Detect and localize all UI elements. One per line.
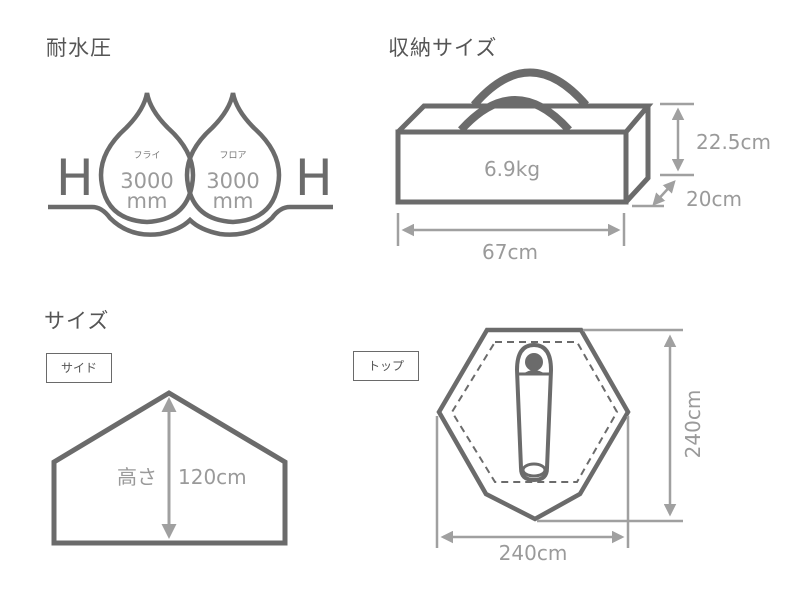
floor-value: 3000 — [206, 169, 259, 193]
bag-height: 22.5cm — [696, 130, 771, 154]
floor-label: フロア — [219, 151, 246, 161]
storage-dimension-lines — [396, 102, 694, 246]
bag-depth: 20cm — [686, 187, 742, 211]
storage-bag-illustration — [395, 68, 654, 205]
bag-width: 67cm — [482, 240, 538, 264]
fly-unit: mm — [127, 189, 168, 213]
top-width-value: 240cm — [499, 541, 568, 565]
water-drops-illustration — [48, 92, 333, 237]
tent-top-illustration — [436, 327, 631, 522]
side-view-label: サイド — [46, 353, 112, 383]
top-depth-value: 240cm — [681, 390, 705, 459]
floor-unit: mm — [213, 189, 254, 213]
storage-size-title: 収納サイズ — [388, 36, 498, 60]
side-height-value: 120cm — [178, 465, 247, 489]
top-dimension-lines — [435, 328, 683, 548]
top-view-label: トップ — [353, 351, 419, 381]
size-title: サイズ — [44, 309, 110, 333]
fly-value: 3000 — [120, 169, 173, 193]
side-height-label: 高さ — [117, 465, 157, 489]
h-glyph-left: H — [56, 149, 94, 207]
bag-weight: 6.9kg — [484, 157, 540, 181]
fly-label: フライ — [133, 150, 160, 161]
tent-side-outline — [51, 390, 288, 546]
h-glyph-right: H — [295, 149, 333, 207]
water-pressure-title: 耐水圧 — [46, 36, 112, 60]
